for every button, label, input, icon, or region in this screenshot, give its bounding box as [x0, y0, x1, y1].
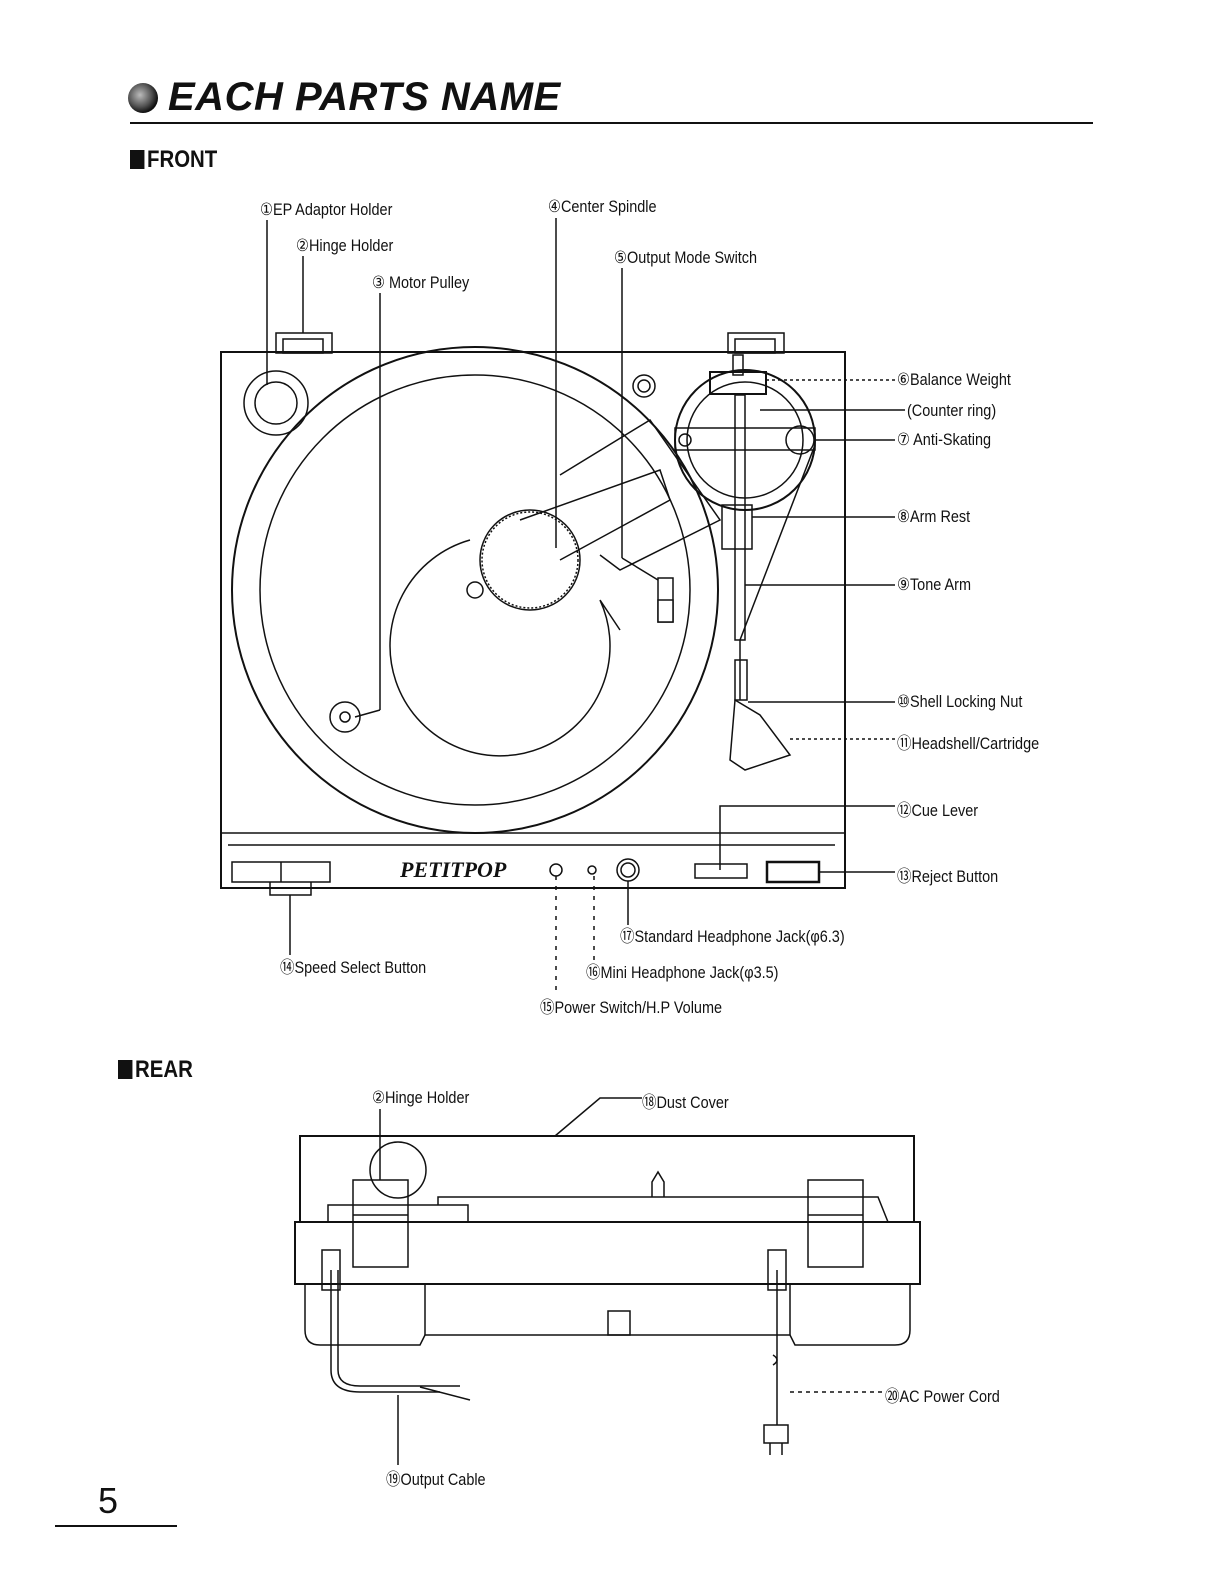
- label-speed-select-button: ⑭Speed Select Button: [280, 958, 427, 977]
- label-dust-cover: ⑱Dust Cover: [642, 1093, 729, 1112]
- label-center-spindle: ④Center Spindle: [548, 197, 657, 216]
- title-rule: [130, 122, 1093, 124]
- bullet-icon: [128, 83, 158, 113]
- rear-heading: REAR: [118, 1056, 193, 1084]
- label-arm-rest: ⑧Arm Rest: [897, 507, 971, 526]
- label-cue-lever: ⑫Cue Lever: [897, 801, 979, 820]
- label-power-switch: ⑮Power Switch/H.P Volume: [540, 998, 723, 1017]
- label-standard-headphone-jack: ⑰Standard Headphone Jack(φ6.3): [620, 927, 845, 946]
- rear-view: [294, 1097, 921, 1465]
- front-heading: FRONT: [130, 146, 217, 174]
- label-motor-pulley: ③ Motor Pulley: [372, 273, 470, 292]
- label-output-mode-switch: ⑤Output Mode Switch: [614, 248, 758, 267]
- label-output-cable: ⑲Output Cable: [386, 1470, 486, 1489]
- label-reject-button: ⑬Reject Button: [897, 867, 999, 886]
- label-rear-hinge-holder: ②Hinge Holder: [372, 1088, 470, 1107]
- front-view: PETITPOP: [220, 218, 905, 995]
- label-balance-weight: ⑥Balance Weight: [897, 370, 1011, 389]
- label-headshell-cartridge: ⑪Headshell/Cartridge: [897, 734, 1040, 753]
- label-ep-adaptor-holder: ①EP Adaptor Holder: [260, 200, 393, 219]
- brand-logo: PETITPOP: [399, 857, 507, 882]
- label-anti-skating: ⑦ Anti-Skating: [897, 430, 992, 449]
- label-hinge-holder: ②Hinge Holder: [296, 236, 394, 255]
- page-title: EACH PARTS NAME: [128, 75, 561, 120]
- label-mini-headphone-jack: ⑯Mini Headphone Jack(φ3.5): [586, 963, 779, 982]
- page-number: 5: [98, 1480, 119, 1521]
- label-ac-power-cord: ⑳AC Power Cord: [885, 1387, 1000, 1406]
- label-tone-arm: ⑨Tone Arm: [897, 575, 972, 594]
- page-number-rule: [55, 1525, 177, 1527]
- label-shell-locking-nut: ⑩Shell Locking Nut: [897, 692, 1023, 711]
- label-counter-ring: (Counter ring): [907, 401, 997, 420]
